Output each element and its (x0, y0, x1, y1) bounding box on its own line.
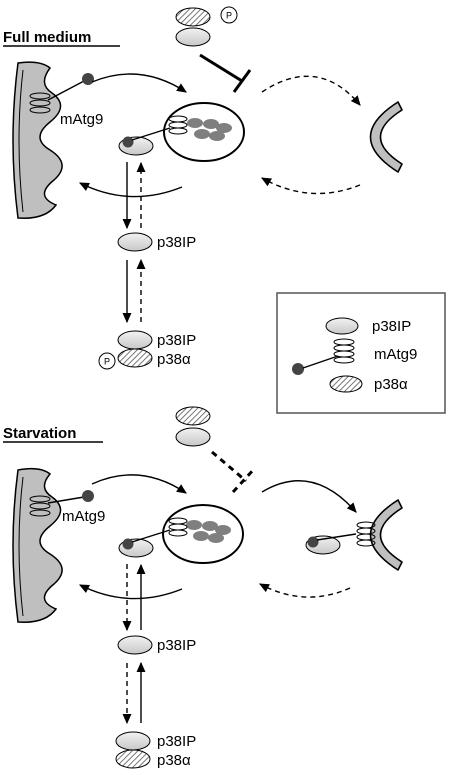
p38ip-label-starv: p38IP (157, 637, 196, 654)
arrow-to-phagophore-starv (261, 480, 357, 513)
starvation-title: Starvation (3, 425, 76, 442)
arrow-dashed-from-phagophore-starv (259, 583, 351, 598)
matg9-p38ip-phagophore (305, 521, 376, 555)
phagophore (369, 101, 403, 173)
p38ip-free-starv (117, 635, 153, 655)
matg9-at-golgi (29, 73, 94, 114)
p38a-complex-label-starv: p38α (157, 752, 191, 769)
legend-matg9-symbol (292, 338, 355, 375)
p38a-oval (175, 7, 211, 27)
p38ip-complex-label-starv: p38IP (157, 733, 196, 750)
matg9-p38ip-endosome (118, 115, 188, 156)
svg-text:P: P (226, 11, 232, 21)
endosome (163, 102, 245, 162)
phagophore-starv (369, 499, 403, 571)
golgi-membrane (12, 61, 63, 219)
legend: p38IP mAtg9 p38α (276, 292, 446, 414)
matg9-label: mAtg9 (60, 111, 103, 128)
p38a-p38ip-complex-top: P (175, 6, 238, 47)
arrow-endosome-to-golgi (78, 182, 183, 198)
starvation-panel: Starvation mAtg9 (3, 406, 403, 769)
legend-p38ip-label: p38IP (372, 318, 411, 335)
p38ip-free (117, 232, 153, 252)
full-medium-title: Full medium (3, 29, 91, 46)
phospho-marker (220, 6, 238, 24)
matg9-p38ip-endosome-starv (118, 517, 188, 558)
arrow-dashed-from-phagophore (261, 177, 361, 195)
arrow-dashed-to-phagophore (261, 75, 361, 106)
legend-p38a-label: p38α (374, 376, 408, 393)
matg9-label-starv: mAtg9 (62, 508, 105, 525)
legend-p38ip-symbol (325, 317, 359, 335)
golgi-membrane-starv (12, 467, 63, 623)
p38ip-complex-label: p38IP (157, 332, 196, 349)
svg-text:P: P (104, 357, 110, 367)
p38ip-oval (175, 27, 211, 47)
p38ip-p38a-complex-starv-bottom (115, 731, 151, 769)
endosome-starv (162, 504, 244, 564)
p38a-p38ip-complex-starv (175, 406, 211, 447)
legend-matg9-label: mAtg9 (374, 346, 417, 363)
arrow-endosome-to-golgi-starv (78, 584, 183, 600)
p38a-complex-label: p38α (157, 351, 191, 368)
arrow-golgi-to-endosome (91, 73, 187, 93)
p38ip-label: p38IP (157, 234, 196, 251)
p38ip-p38a-complex-full: P (98, 330, 153, 370)
broken-inhibition-line (211, 450, 247, 483)
inhibition-line (199, 53, 243, 83)
full-medium-panel: Full medium P mAtg9 (3, 6, 403, 370)
arrow-golgi-to-endosome-starv (91, 474, 187, 494)
matg9-at-golgi-starv (29, 490, 94, 517)
legend-p38a-symbol (329, 375, 363, 393)
